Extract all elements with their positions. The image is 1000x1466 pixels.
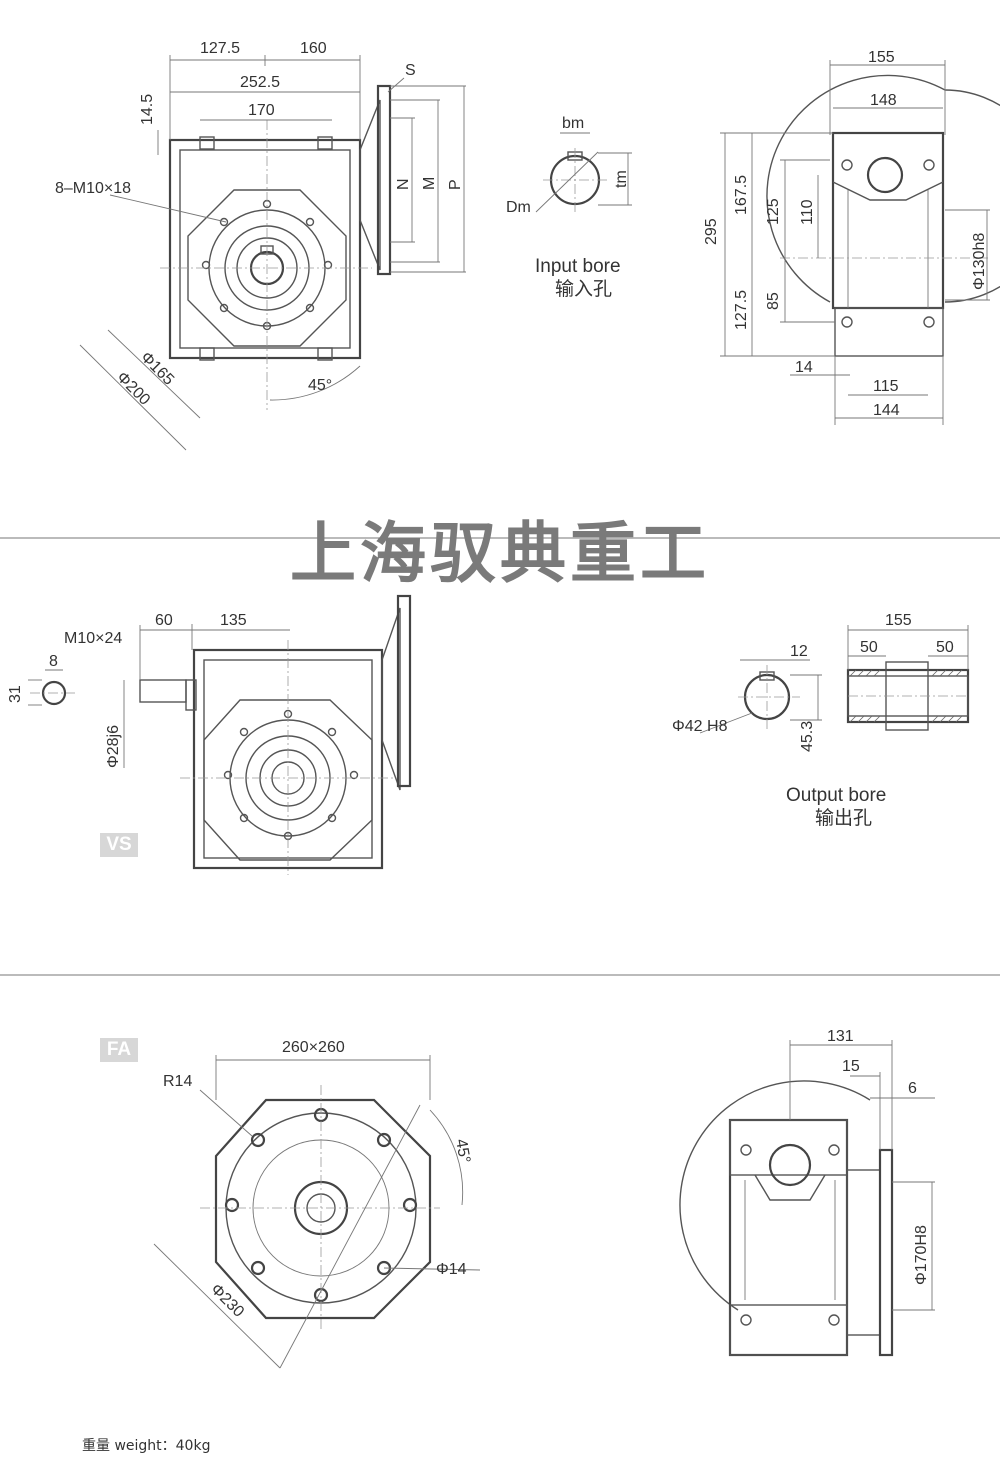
dim-167-5: 167.5 bbox=[733, 175, 750, 215]
input-bore-drawing bbox=[535, 132, 632, 213]
dim-85: 85 bbox=[765, 292, 782, 310]
dim-131: 131 bbox=[827, 1028, 854, 1045]
vs-view-labels: M10×24 60 135 8 31 Φ28j6 bbox=[7, 612, 247, 768]
dim-15: 15 bbox=[842, 1058, 860, 1075]
thread-spec-label: M10×24 bbox=[64, 630, 122, 647]
dim-phi-130h8: Φ130h8 bbox=[971, 233, 988, 290]
weight-label: 重量 weight：40kg bbox=[82, 1438, 211, 1454]
output-bore-drawing bbox=[699, 625, 970, 734]
bolt-spec-label: 8–M10×18 bbox=[55, 180, 131, 197]
dim-phi-42h8: Φ42 H8 bbox=[672, 718, 728, 735]
label-bm: bm bbox=[562, 115, 584, 132]
dim-angle-45: 45° bbox=[308, 377, 332, 394]
dim-252-5: 252.5 bbox=[240, 74, 280, 91]
dim-50-right: 50 bbox=[936, 639, 954, 656]
side-view bbox=[720, 60, 1000, 425]
dim-8: 8 bbox=[49, 653, 58, 670]
dim-148: 148 bbox=[870, 92, 897, 109]
output-bore-labels: 12 45.3 Φ42 H8 155 50 50 Output bore 输出孔 bbox=[672, 612, 954, 829]
dim-m: M bbox=[421, 177, 438, 190]
dim-6: 6 bbox=[908, 1080, 917, 1097]
dim-260x260: 260×260 bbox=[282, 1039, 345, 1056]
vs-badge: VS bbox=[100, 833, 138, 857]
dim-50-left: 50 bbox=[860, 639, 878, 656]
dim-160: 160 bbox=[300, 40, 327, 57]
output-bore-caption: Output bore bbox=[786, 785, 886, 806]
dim-phi-200: Φ200 bbox=[113, 369, 153, 409]
dim-phi-14: Φ14 bbox=[436, 1261, 467, 1278]
dim-31: 31 bbox=[7, 685, 24, 703]
input-bore-caption-cn: 输入孔 bbox=[555, 278, 612, 300]
input-bore-labels: bm tm Dm Input bore 输入孔 bbox=[506, 115, 630, 300]
fa-front-labels: 260×260 R14 45° Φ230 Φ14 bbox=[163, 1039, 473, 1321]
dim-155: 155 bbox=[868, 49, 895, 66]
fa-front-view bbox=[153, 1055, 481, 1369]
dim-angle-45-fa: 45° bbox=[452, 1138, 473, 1165]
dim-r14: R14 bbox=[163, 1073, 192, 1090]
dim-p: P bbox=[447, 179, 464, 190]
dim-n: N bbox=[395, 178, 412, 190]
dim-phi-28j6: Φ28j6 bbox=[105, 725, 122, 768]
dim-phi-170h8: Φ170H8 bbox=[913, 1225, 930, 1285]
dim-115: 115 bbox=[873, 378, 899, 395]
vs-view bbox=[28, 594, 412, 875]
input-bore-caption: Input bore bbox=[535, 256, 621, 277]
dim-295: 295 bbox=[703, 218, 720, 245]
dim-110: 110 bbox=[799, 199, 816, 225]
label-dm: Dm bbox=[506, 199, 531, 216]
dim-125: 125 bbox=[765, 198, 782, 225]
side-view-labels: 155 148 295 167.5 127.5 125 110 85 Φ130h… bbox=[703, 49, 988, 419]
watermark-text: 上海驭典重工 bbox=[290, 515, 710, 592]
dim-127-5-side: 127.5 bbox=[733, 290, 750, 330]
front-view-labels: 127.5 160 252.5 170 14.5 S N M P 8–M10×1… bbox=[55, 40, 464, 409]
dim-s: S bbox=[405, 62, 416, 79]
dim-14-5: 14.5 bbox=[139, 94, 156, 125]
dim-45-3: 45.3 bbox=[799, 721, 816, 752]
dim-127-5: 127.5 bbox=[200, 40, 240, 57]
label-tm: tm bbox=[613, 170, 630, 188]
dim-phi-165: Φ165 bbox=[137, 349, 177, 389]
fa-side-view bbox=[679, 1040, 935, 1357]
output-bore-caption-cn: 输出孔 bbox=[815, 807, 872, 829]
dim-144: 144 bbox=[873, 402, 900, 419]
dim-155-output: 155 bbox=[885, 612, 912, 629]
fa-badge: FA bbox=[100, 1038, 138, 1062]
dim-60: 60 bbox=[155, 612, 173, 629]
dim-135: 135 bbox=[220, 612, 247, 629]
dim-phi-230: Φ230 bbox=[207, 1281, 247, 1321]
dim-12: 12 bbox=[790, 643, 808, 660]
dim-170: 170 bbox=[248, 102, 275, 119]
fa-side-labels: 131 15 6 Φ170H8 bbox=[827, 1028, 930, 1285]
front-view bbox=[79, 55, 466, 451]
dim-14-side: 14 bbox=[795, 359, 813, 376]
